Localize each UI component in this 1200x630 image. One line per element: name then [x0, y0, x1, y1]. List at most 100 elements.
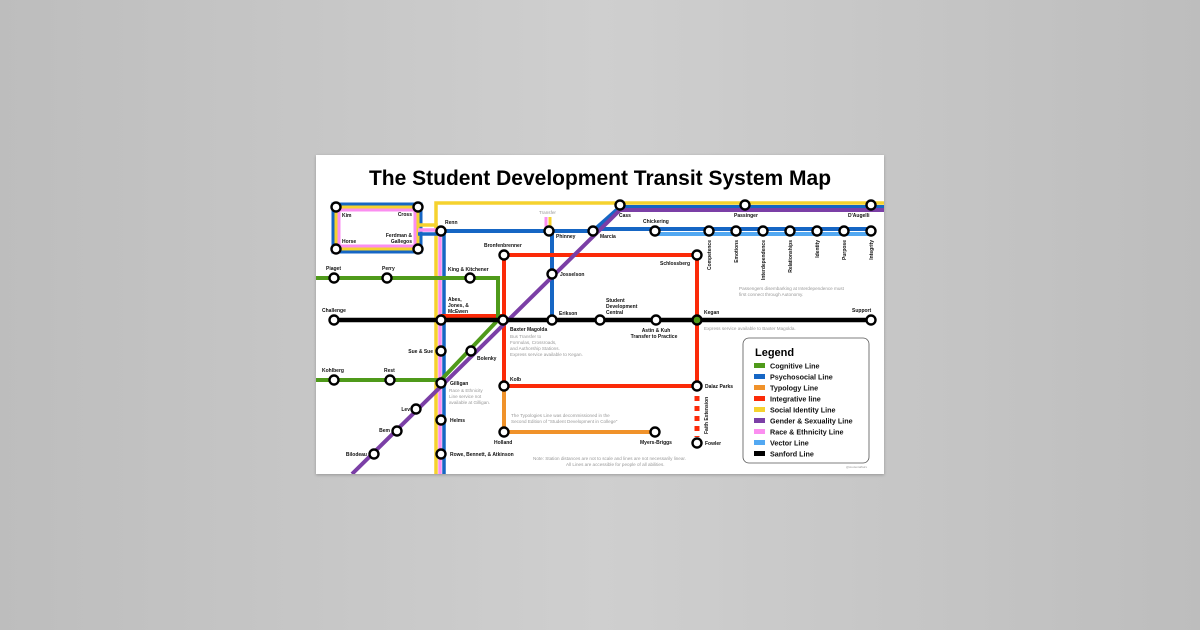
map-label: Marcia — [600, 234, 616, 240]
map-label: Helms — [450, 418, 465, 424]
legend-swatch — [754, 363, 765, 368]
map-label: Rowe, Bennett, & Atkinson — [450, 452, 514, 458]
legend-label: Cognitive Line — [770, 362, 820, 371]
map-label: Gallegos — [391, 239, 412, 245]
map-label: Identity — [815, 240, 821, 258]
map-label: Josselson — [560, 272, 584, 278]
map-label: Second Edition of "Student Development i… — [511, 419, 618, 424]
map-label: Erikson — [559, 311, 577, 317]
map-label: Phinney — [556, 234, 576, 240]
legend-label: Psychosocial Line — [770, 373, 833, 382]
map-label: Sue & Sue — [408, 349, 433, 355]
map-label: and Authorship Stations. — [510, 346, 560, 351]
map-label: Race & Ethnicity — [449, 388, 483, 393]
map-label: Perry — [382, 266, 395, 272]
map-label: Cass — [619, 213, 631, 219]
map-label: Kolb — [510, 377, 521, 383]
legend-label: Sanford Line — [770, 450, 814, 459]
map-label: McEwen — [448, 309, 468, 315]
legend-item: Social Identity Line — [754, 406, 836, 415]
legend-label: Gender & Sexuality Line — [770, 417, 853, 426]
legend-item: Integrative line — [754, 395, 821, 404]
map-label: Note: Station distances are not to scale… — [533, 456, 686, 461]
legend-label: Typology Line — [770, 384, 818, 393]
legend-item: Cognitive Line — [754, 362, 820, 371]
legend-item: Vector Line — [754, 439, 809, 448]
stations — [328, 199, 877, 460]
legend-swatch — [754, 429, 765, 434]
transit-map-poster: The Student Development Transit System M… — [316, 155, 884, 474]
legend-item: Gender & Sexuality Line — [754, 417, 853, 426]
map-label: Integrity — [869, 240, 875, 260]
map-label: Horse — [342, 239, 356, 245]
map-label: Support — [852, 308, 871, 314]
map-label: King & Kitchener — [448, 267, 489, 273]
map-label: Student — [606, 298, 625, 304]
map-label: first connect through Autonomy. — [739, 292, 803, 297]
map-label: Bilodeau — [346, 452, 367, 458]
map-label: Cross — [398, 212, 412, 218]
map-label: Holland — [494, 440, 512, 446]
legend-label: Race & Ethnicity Line — [770, 428, 844, 437]
map-label: Bus Transfer to — [510, 334, 542, 339]
map-label: Interdependence — [761, 240, 767, 280]
map-label: Chickering — [643, 219, 669, 225]
map-label: All Lines are accessible for people of a… — [566, 462, 665, 467]
map-label: Passengers disembarking at Interdependen… — [739, 286, 845, 291]
map-label: Myers-Briggs — [640, 440, 672, 446]
legend-item: Sanford Line — [754, 450, 814, 459]
map-title: The Student Development Transit System M… — [369, 167, 831, 190]
map-label: Purpose — [842, 240, 848, 260]
legend-swatch — [754, 440, 765, 445]
map-notes: Passengers disembarking at Interdependen… — [449, 286, 868, 469]
map-label: Line service not — [449, 394, 482, 399]
map-label: Piaget — [326, 266, 341, 272]
legend-swatch — [754, 385, 765, 390]
map-label: Transfer to Practice — [631, 334, 678, 340]
map-label: Express service available to Kegan. — [510, 352, 583, 357]
typology-line — [502, 386, 655, 434]
map-label: Jones, & — [448, 303, 469, 309]
map-label: Renn — [445, 220, 458, 226]
map-label: Transfer — [539, 210, 556, 215]
map-label: Bem — [379, 428, 390, 434]
map-label: Dalaz Parks — [705, 384, 733, 390]
map-label: Gilligan — [450, 381, 468, 387]
map-label: The Typologies Line was decommissioned i… — [511, 413, 610, 418]
legend-item: Race & Ethnicity Line — [754, 428, 844, 437]
map-label: Central — [606, 310, 624, 316]
legend-label: Vector Line — [770, 439, 809, 448]
map-label: Kegan — [704, 310, 719, 316]
map-label: Bronfenbrenner — [484, 243, 522, 249]
map-label: Kim — [342, 213, 352, 219]
psychosocial-line-main — [441, 205, 884, 233]
map-label: Lev — [401, 407, 410, 413]
map-label: Formulas, Crossroads, — [510, 340, 556, 345]
map-label: Legend — [755, 347, 794, 359]
map-label: Competence — [707, 240, 713, 270]
map-label: Astin & Kuh — [642, 328, 671, 334]
legend-swatch — [754, 418, 765, 423]
legend-swatch — [754, 374, 765, 379]
legend-label: Social Identity Line — [770, 406, 836, 415]
cognitive-line — [316, 276, 500, 382]
map-label: @studentaffairs — [846, 465, 868, 469]
map-label: Baxter Magolda — [510, 327, 547, 333]
legend-item: Psychosocial Line — [754, 373, 833, 382]
map-label: Bolenky — [477, 356, 497, 362]
station-labels: Kim Cross Horse Ferdman & Gallegos Renn … — [322, 210, 875, 458]
map-label: D'Augelli — [848, 213, 870, 219]
map-label: Kohlberg — [322, 368, 344, 374]
map-label: Rest — [384, 368, 395, 374]
map-label: Emotions — [734, 240, 740, 263]
map-label: Development — [606, 304, 638, 310]
map-label: Passinger — [734, 213, 758, 219]
map-label: Challenge — [322, 308, 346, 314]
legend-swatch — [754, 451, 765, 456]
loop-lines — [331, 202, 423, 254]
map-label: Ferdman & — [386, 233, 413, 239]
map-label: Express service available to Baxter Mago… — [704, 326, 796, 331]
map-label: Faith Extension — [704, 397, 710, 434]
map-label: available at Gilligan. — [449, 400, 490, 405]
